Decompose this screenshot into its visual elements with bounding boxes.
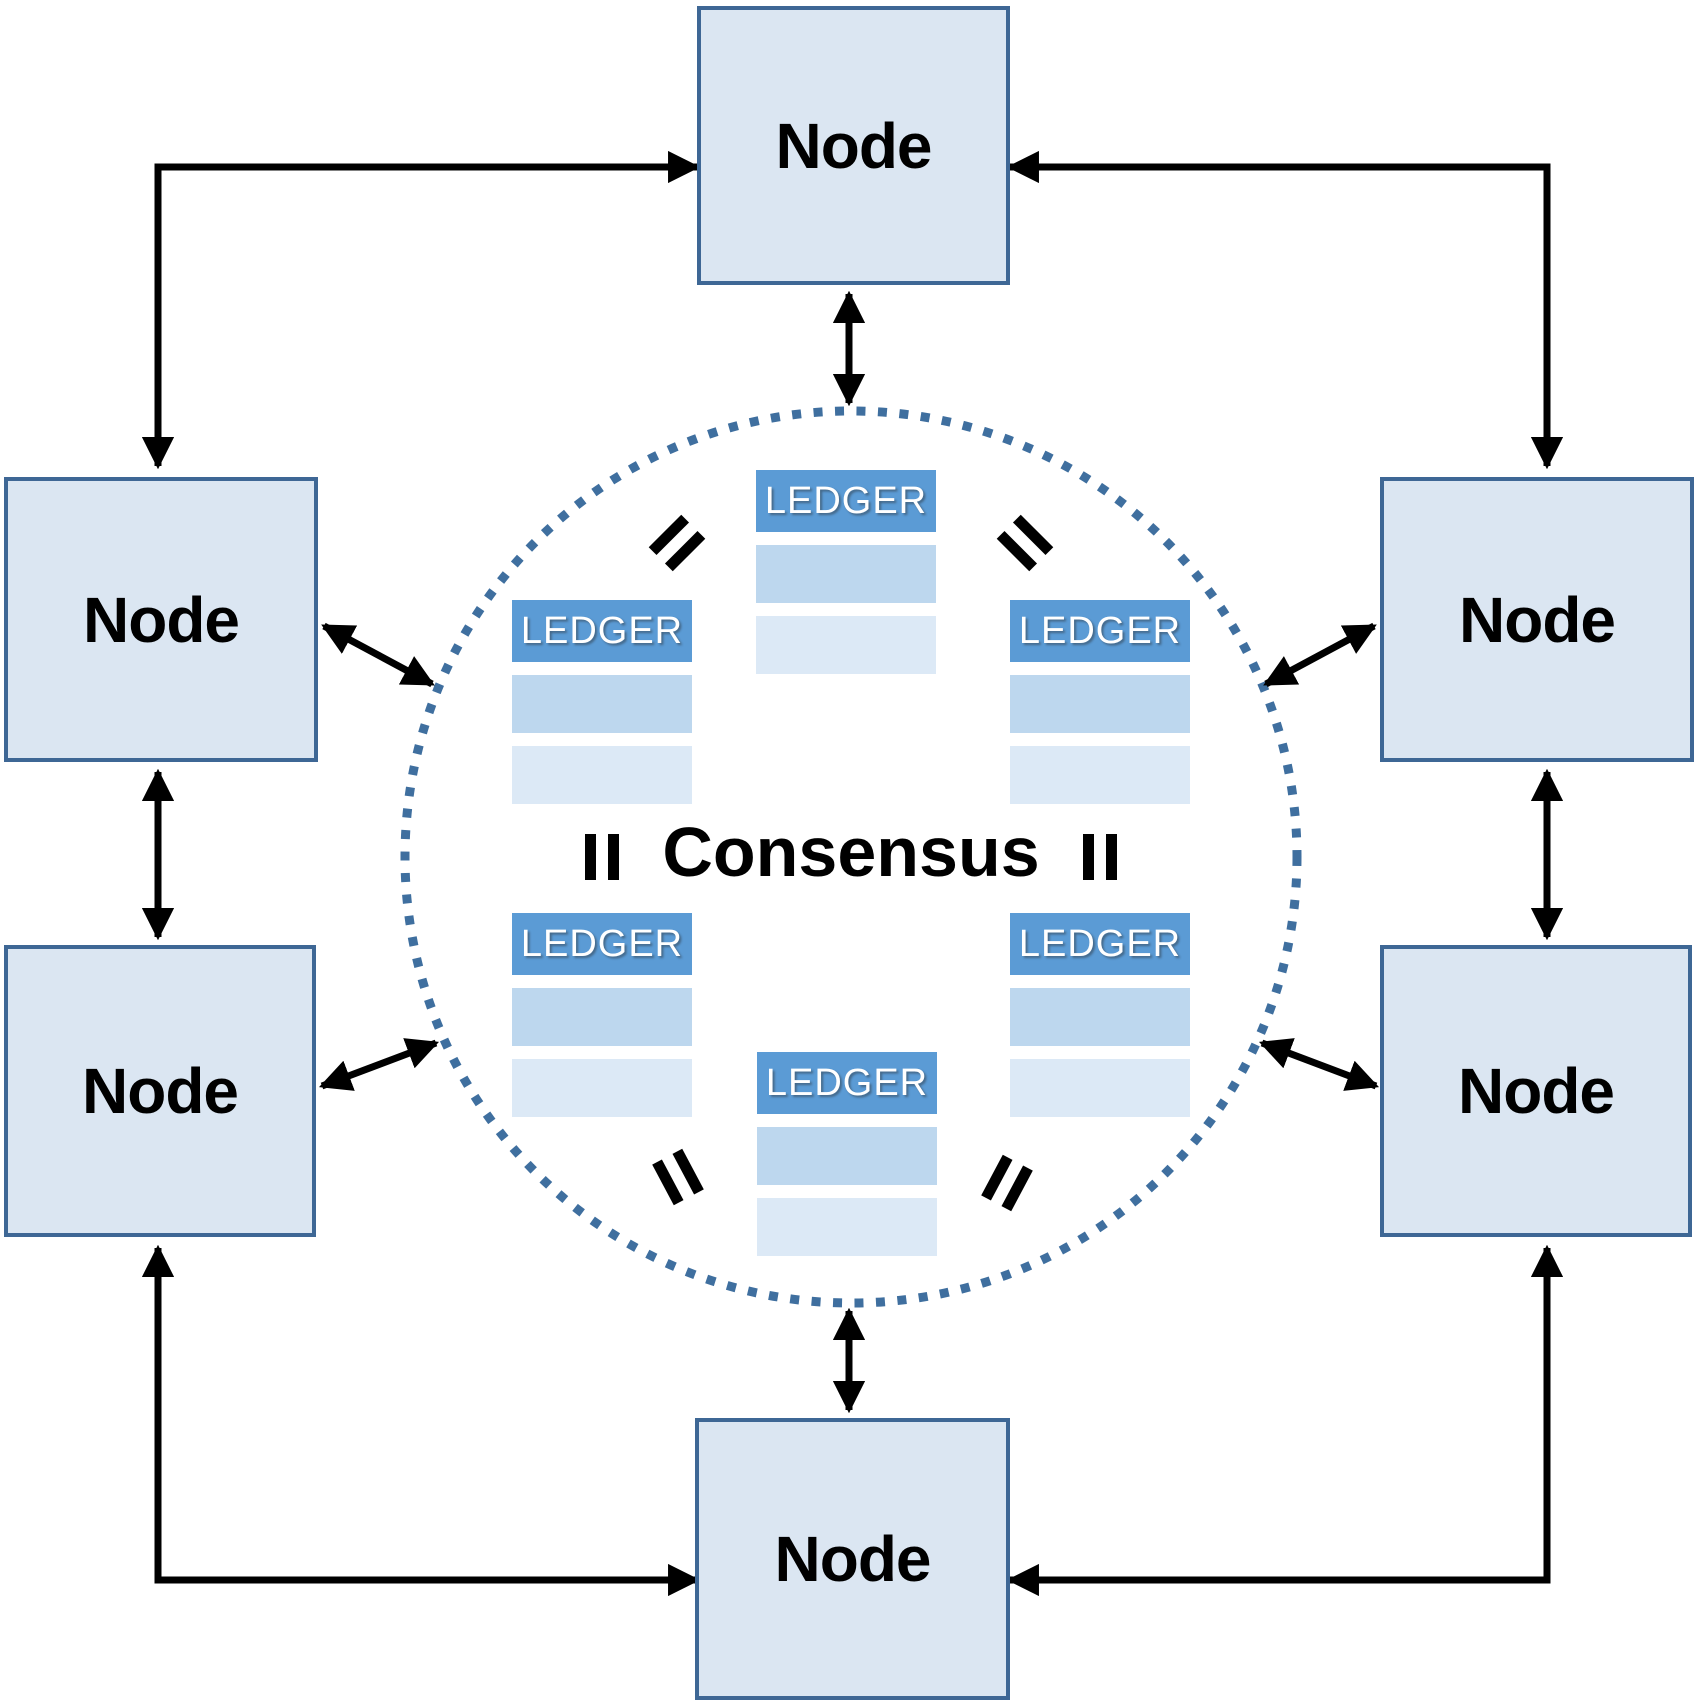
ledger-header: LEDGER (756, 470, 936, 532)
ledger-header: LEDGER (757, 1052, 937, 1114)
ledger-table-southwest: LEDGER (512, 913, 692, 1117)
elbow-arrow-bottom-left (141, 1244, 701, 1597)
node-box-left-upper: Node (4, 477, 318, 762)
ledger-label: LEDGER (765, 1061, 929, 1104)
ledger-table-southeast: LEDGER (1010, 913, 1190, 1117)
node-box-right-lower: Node (1380, 945, 1692, 1237)
ledger-label: LEDGER (520, 922, 684, 965)
ledger-row (1010, 1059, 1190, 1117)
ledger-header: LEDGER (1010, 600, 1190, 662)
node-label: Node (1459, 583, 1616, 656)
ledger-row (512, 675, 692, 733)
node-label: Node (83, 583, 240, 656)
ledger-row (757, 1198, 937, 1256)
ledger-row (512, 988, 692, 1046)
node-label: Node (775, 109, 933, 182)
node-box-bottom: Node (695, 1418, 1010, 1700)
ledger-row (756, 616, 936, 674)
ledger-row (512, 746, 692, 804)
ledger-row (1010, 988, 1190, 1046)
ledger-table-northeast: LEDGER (1010, 600, 1190, 804)
elbow-arrow-top-right (1006, 150, 1564, 470)
ledger-row (1010, 675, 1190, 733)
ledger-table-south: LEDGER (757, 1052, 937, 1256)
ledger-label: LEDGER (1018, 922, 1182, 965)
consensus-circle (400, 406, 1302, 1308)
ledger-label: LEDGER (1018, 609, 1182, 652)
arrow-leftlower-circle (318, 1038, 440, 1091)
ledger-row (512, 1059, 692, 1117)
ledger-label: LEDGER (764, 479, 928, 522)
arrow-leftupper-circle (321, 622, 435, 688)
node-box-top: Node (697, 6, 1010, 285)
node-label: Node (82, 1055, 239, 1127)
ledger-header: LEDGER (512, 600, 692, 662)
ledger-table-north: LEDGER (756, 470, 936, 674)
node-label: Node (774, 1523, 932, 1595)
ledger-header: LEDGER (1010, 913, 1190, 975)
node-box-right-upper: Node (1380, 477, 1694, 762)
elbow-arrow-top-left (141, 150, 701, 470)
ledger-row (1010, 746, 1190, 804)
ledger-row (756, 545, 936, 603)
ledger-header: LEDGER (512, 913, 692, 975)
ledger-row (757, 1127, 937, 1185)
arrow-rightupper-circle (1263, 622, 1377, 688)
elbow-arrow-bottom-right (1006, 1244, 1564, 1597)
ledger-label: LEDGER (520, 609, 684, 652)
arrow-rightlower-circle (1258, 1038, 1380, 1091)
consensus-title: Consensus (662, 813, 1040, 891)
node-label: Node (1458, 1055, 1615, 1127)
ledger-table-northwest: LEDGER (512, 600, 692, 804)
node-box-left-lower: Node (4, 945, 316, 1237)
